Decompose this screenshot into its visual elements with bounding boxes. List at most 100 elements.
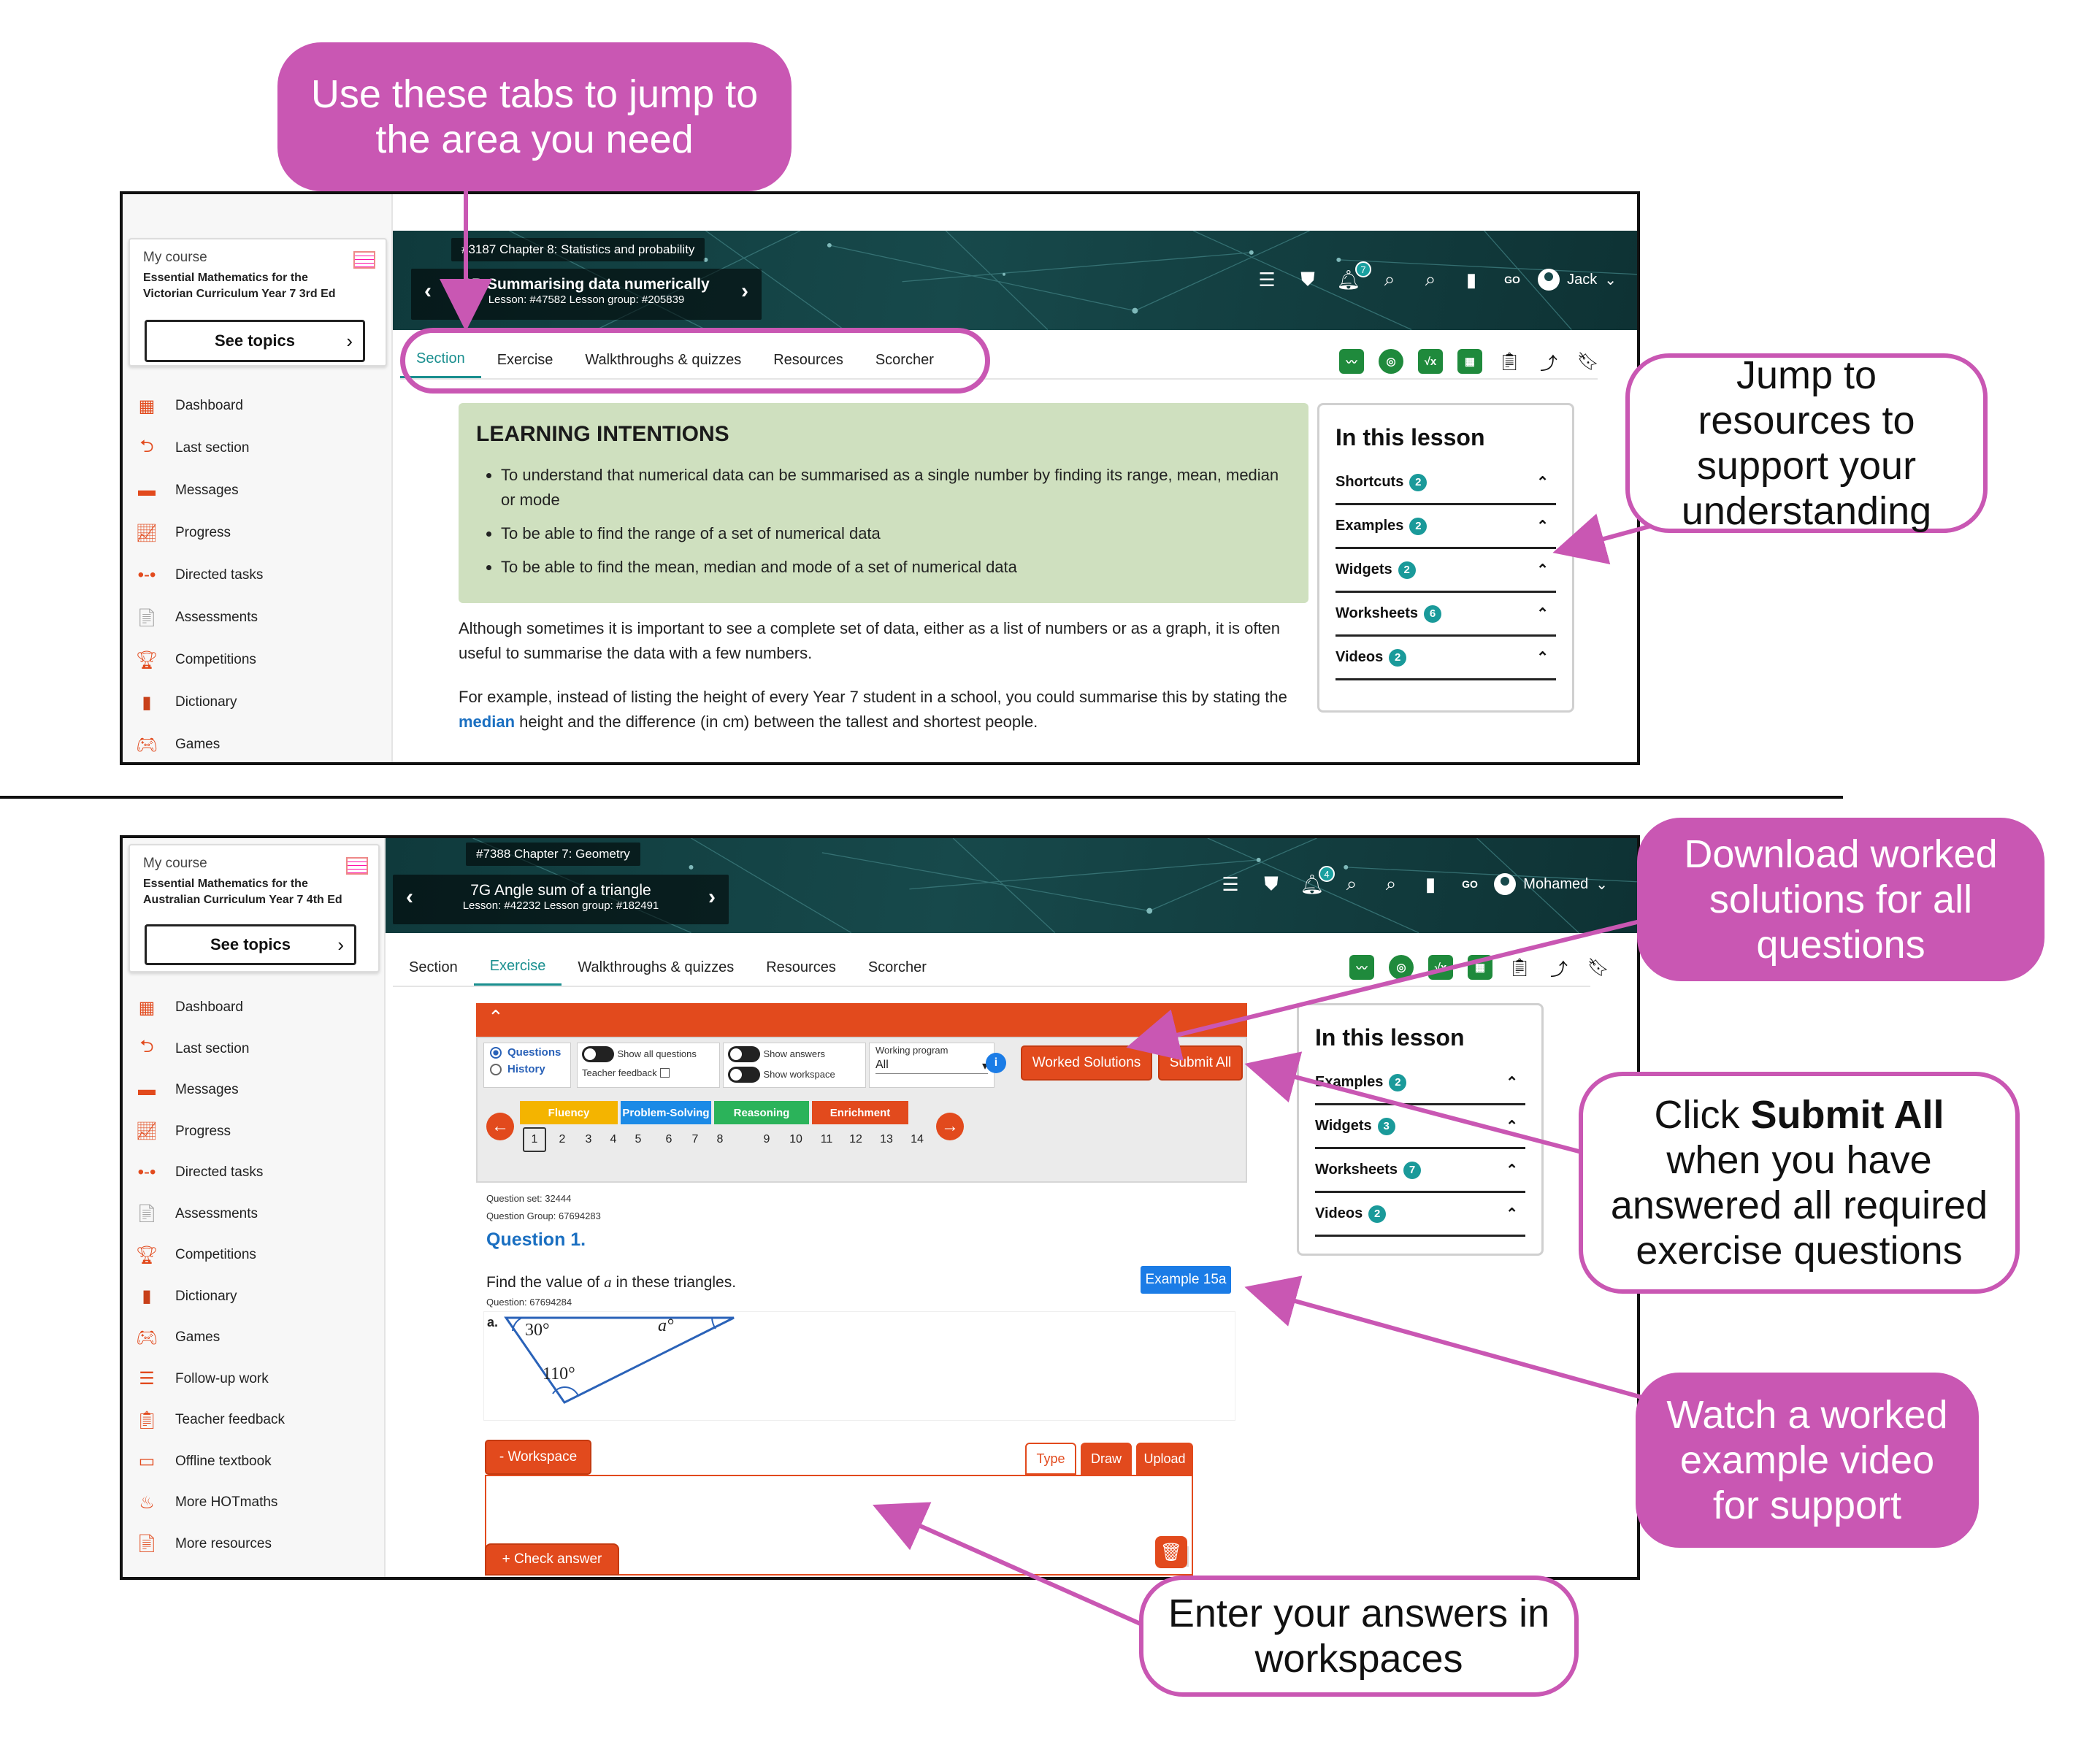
nav-item-more-hotmaths[interactable]: ♨More HOTmaths <box>134 1482 384 1524</box>
nav-item-assessments[interactable]: 📄︎Assessments <box>134 1194 384 1235</box>
grid-icon[interactable]: ▦ <box>1457 349 1482 374</box>
chevron-up-icon[interactable]: ⌃ <box>1506 1118 1518 1135</box>
nav-item-teacher-feedback[interactable]: 📋︎Teacher feedback <box>134 1400 384 1441</box>
shield-icon[interactable]: ⛊ <box>1300 268 1315 290</box>
question-number-1[interactable]: 1 <box>523 1127 546 1152</box>
breadcrumb[interactable]: #7388 Chapter 7: Geometry <box>466 843 640 866</box>
chevron-up-icon[interactable]: ⌃ <box>1506 1075 1518 1091</box>
nav-item-directed-tasks[interactable]: •-•Directed tasks <box>134 554 391 596</box>
search-alt-icon[interactable]: ⌕ <box>1425 268 1436 290</box>
info-icon[interactable]: i <box>986 1053 1006 1073</box>
share-icon[interactable]: ⤴ <box>1540 353 1557 374</box>
question-number-10[interactable]: 10 <box>789 1133 802 1145</box>
prev-lesson-arrow[interactable]: ‹ <box>424 279 432 303</box>
geogebra-icon[interactable]: ◎ <box>1379 349 1403 374</box>
question-number-4[interactable]: 4 <box>610 1133 617 1145</box>
nav-item-games[interactable]: 🎮︎Games <box>134 724 391 762</box>
question-number-2[interactable]: 2 <box>559 1133 566 1145</box>
chevron-up-icon[interactable]: ⌃ <box>1536 475 1549 491</box>
nav-item-dashboard[interactable]: ▦Dashboard <box>134 385 391 427</box>
nav-item-more-resources[interactable]: 📄︎More resources <box>134 1524 384 1565</box>
example-video-button[interactable]: Example 15a <box>1141 1266 1231 1294</box>
question-number-12[interactable]: 12 <box>849 1133 862 1145</box>
question-number-3[interactable]: 3 <box>585 1133 592 1145</box>
category-reasoning[interactable]: Reasoning <box>714 1101 809 1124</box>
prev-lesson-arrow[interactable]: ‹ <box>406 885 413 909</box>
user-menu[interactable]: Jack⌄ <box>1538 269 1617 291</box>
question-number-5[interactable]: 5 <box>635 1133 642 1145</box>
question-number-7[interactable]: 7 <box>691 1133 699 1145</box>
geogebra-icon[interactable]: ◎ <box>1389 955 1414 980</box>
nav-item-dashboard[interactable]: ▦Dashboard <box>134 987 384 1029</box>
nav-item-offline-textbook[interactable]: ▭Offline textbook <box>134 1441 384 1483</box>
nav-item-assessments[interactable]: 📄︎Assessments <box>134 596 391 639</box>
nav-item-follow-up-work[interactable]: ☰Follow-up work <box>134 1359 384 1400</box>
workspace-tab-type[interactable]: Type <box>1025 1443 1076 1475</box>
chevron-up-icon[interactable]: ⌃ <box>1536 562 1549 578</box>
bookmark-add-icon[interactable]: 🔖︎ <box>1587 957 1610 978</box>
next-question-arrow[interactable]: → <box>936 1113 964 1140</box>
next-lesson-arrow[interactable]: › <box>741 279 748 303</box>
shield-icon[interactable]: ⛊ <box>1264 872 1279 894</box>
nav-item-dictionary[interactable]: ▮Dictionary <box>134 681 391 724</box>
delete-icon[interactable]: 🗑︎ <box>1155 1536 1187 1568</box>
chevron-up-icon[interactable]: ⌃ <box>1536 518 1549 534</box>
clipboard-icon[interactable]: 📋︎ <box>1498 351 1521 372</box>
desmos-icon[interactable]: 〰 <box>1339 349 1364 374</box>
search-alt-icon[interactable]: ⌕ <box>1385 872 1397 894</box>
bookmark-add-icon[interactable]: 🔖︎ <box>1576 351 1600 372</box>
breadcrumb[interactable]: #3187 Chapter 8: Statistics and probabil… <box>451 238 705 261</box>
search-icon[interactable]: ⌕ <box>1384 268 1395 290</box>
tab-walkthroughs-quizzes[interactable]: Walkthroughs & quizzes <box>578 959 735 975</box>
chevron-up-icon[interactable]: ⌃ <box>1506 1206 1518 1222</box>
question-number-14[interactable]: 14 <box>911 1133 924 1145</box>
prev-question-arrow[interactable]: ← <box>486 1113 514 1140</box>
exercise-header[interactable]: ⌃ <box>476 1003 1247 1037</box>
nav-item-directed-tasks[interactable]: •-•Directed tasks <box>134 1152 384 1194</box>
nav-item-competitions[interactable]: 🏆︎Competitions <box>134 639 391 681</box>
chevron-up-icon[interactable]: ⌃ <box>1536 650 1549 666</box>
show-answers-toggle[interactable] <box>728 1046 760 1062</box>
question-number-8[interactable]: 8 <box>716 1133 724 1145</box>
go-icon[interactable]: GO <box>1462 878 1478 890</box>
tab-resources[interactable]: Resources <box>766 959 836 975</box>
search-icon[interactable]: ⌕ <box>1346 872 1357 894</box>
workspace-tab-upload[interactable]: Upload <box>1136 1443 1193 1475</box>
settings-sliders-icon[interactable]: ☰ <box>1222 872 1239 895</box>
nav-item-progress[interactable]: 📈︎Progress <box>134 512 391 554</box>
tab-exercise[interactable]: Exercise <box>497 351 553 368</box>
category-enrichment[interactable]: Enrichment <box>812 1101 908 1124</box>
go-icon[interactable]: GO <box>1504 274 1520 285</box>
tab-resources[interactable]: Resources <box>773 351 843 368</box>
settings-sliders-icon[interactable]: ☰ <box>1258 268 1276 291</box>
user-menu[interactable]: Mohamed⌄ <box>1494 873 1608 895</box>
desmos-icon[interactable]: 〰 <box>1349 955 1374 980</box>
clipboard-icon[interactable]: 📋︎ <box>1508 957 1531 978</box>
nav-item-last-section[interactable]: ⮌Last section <box>134 427 391 469</box>
next-lesson-arrow[interactable]: › <box>708 885 716 909</box>
workspace-toggle-button[interactable]: - Workspace <box>485 1440 591 1475</box>
bookmark-icon[interactable]: ▮ <box>1425 872 1436 895</box>
tab-scorcher[interactable]: Scorcher <box>875 351 934 368</box>
chevron-up-icon[interactable]: ⌃ <box>1536 606 1549 622</box>
category-problem-solving[interactable]: Problem-Solving <box>621 1101 711 1124</box>
nav-item-dictionary[interactable]: ▮Dictionary <box>134 1276 384 1318</box>
tab-exercise[interactable]: Exercise <box>473 949 562 986</box>
questions-radio[interactable]: Questions <box>490 1046 564 1059</box>
show-workspace-toggle[interactable] <box>728 1067 760 1083</box>
nav-item-progress[interactable]: 📈︎Progress <box>134 1111 384 1153</box>
see-topics-button[interactable]: See topics› <box>145 320 365 362</box>
question-number-11[interactable]: 11 <box>820 1133 833 1145</box>
nav-item-games[interactable]: 🎮︎Games <box>134 1317 384 1359</box>
teacher-feedback-checkbox[interactable] <box>660 1068 670 1078</box>
nav-item-competitions[interactable]: 🏆︎Competitions <box>134 1235 384 1276</box>
show-all-toggle[interactable] <box>582 1046 614 1062</box>
nav-item-last-section[interactable]: ⮌Last section <box>134 1029 384 1070</box>
category-fluency[interactable]: Fluency <box>520 1101 618 1124</box>
share-icon[interactable]: ⤴ <box>1550 959 1568 980</box>
